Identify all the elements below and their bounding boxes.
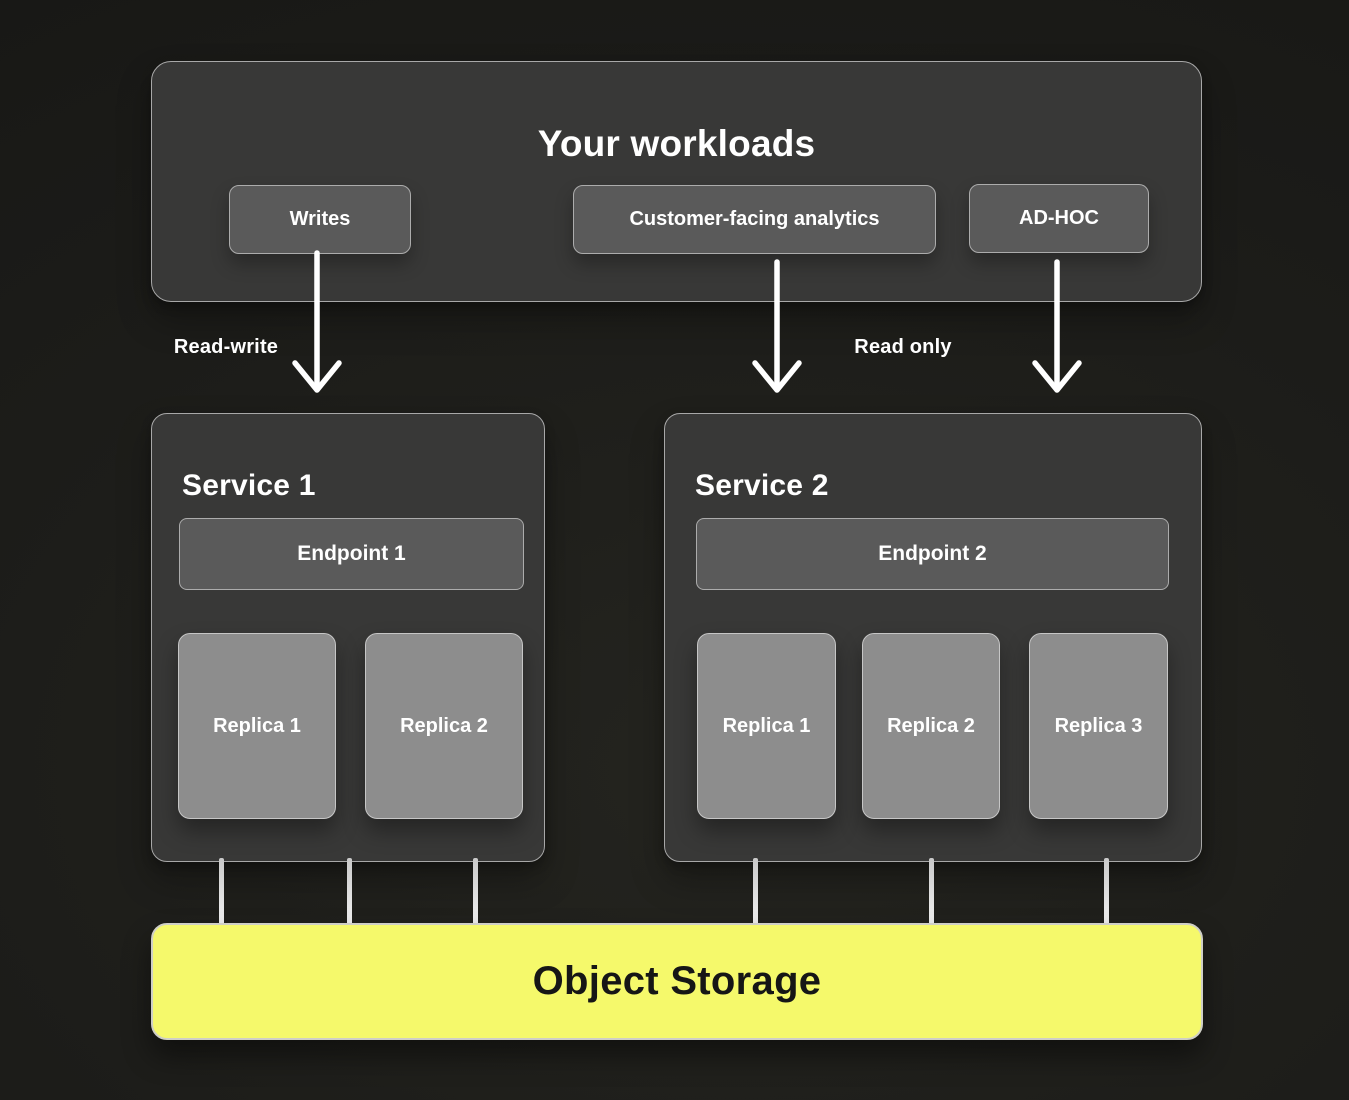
connector-line: [1104, 858, 1109, 926]
service-1-endpoint-label: Endpoint 1: [297, 542, 406, 565]
service-1-endpoint-node: Endpoint 1: [179, 518, 524, 590]
workload-analytics-label: Customer-facing analytics: [629, 208, 880, 230]
service-2-replica-1-label: Replica 1: [722, 714, 811, 737]
connector-line: [753, 858, 758, 926]
read-only-label: Read only: [854, 336, 952, 358]
service-1-title: Service 1: [182, 468, 316, 502]
connector-line: [929, 858, 934, 926]
workload-adhoc-label: AD-HOC: [1019, 207, 1099, 229]
workload-writes-node: Writes: [229, 185, 411, 254]
service-1-replica-1-label: Replica 1: [213, 714, 301, 737]
object-storage-label: Object Storage: [532, 959, 822, 1003]
workloads-title: Your workloads: [537, 122, 816, 164]
service-2-replica-2-node: Replica 2: [862, 633, 1000, 819]
service-2-title: Service 2: [695, 468, 829, 502]
workload-analytics-node: Customer-facing analytics: [573, 185, 936, 254]
workloads-panel: Your workloads Writes Customer-facing an…: [151, 61, 1202, 302]
read-write-label: Read-write: [173, 336, 279, 358]
service-2-replica-1-node: Replica 1: [697, 633, 836, 819]
service-2-panel: Service 2 Endpoint 2 Replica 1 Replica 2…: [664, 413, 1202, 862]
service-2-endpoint-label: Endpoint 2: [878, 542, 987, 565]
service-1-replica-2-node: Replica 2: [365, 633, 523, 819]
workload-adhoc-node: AD-HOC: [969, 184, 1149, 253]
service-2-endpoint-node: Endpoint 2: [696, 518, 1169, 590]
service-1-panel: Service 1 Endpoint 1 Replica 1 Replica 2: [151, 413, 545, 862]
workload-writes-label: Writes: [289, 208, 351, 230]
service-2-replica-2-label: Replica 2: [887, 714, 975, 737]
service-1-replica-2-label: Replica 2: [400, 714, 488, 737]
connector-line: [473, 858, 478, 926]
service-1-replica-1-node: Replica 1: [178, 633, 336, 819]
object-storage-node: Object Storage: [151, 923, 1203, 1040]
connector-line: [347, 858, 352, 926]
connector-line: [219, 858, 224, 926]
service-2-replica-3-node: Replica 3: [1029, 633, 1168, 819]
service-2-replica-3-label: Replica 3: [1054, 714, 1143, 737]
